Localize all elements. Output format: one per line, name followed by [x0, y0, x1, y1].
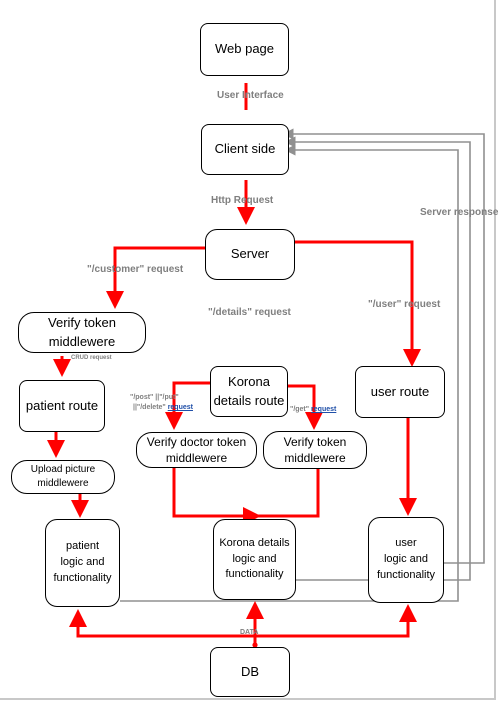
label-data: DATA — [240, 629, 259, 636]
verify-token-right-line1: Verify token — [283, 434, 347, 449]
user-logic-box: user logic and functionality — [368, 517, 444, 603]
korona-details-route-box: Korona details route — [210, 366, 288, 417]
label-request-link-left[interactable]: request — [167, 404, 193, 411]
arrow-data-user-logic — [255, 604, 417, 638]
patient-route-box: patient route — [19, 380, 105, 432]
verify-token-top-box: Verify token middlewere — [18, 312, 146, 353]
arrow-token-korona-logic — [258, 469, 320, 518]
label-get-request: "/get" request — [290, 406, 336, 414]
data-junction-dot — [252, 642, 258, 648]
upload-picture-box: Upload picture middlewere — [11, 460, 115, 494]
verify-token-right-box: Verify token middlewere — [263, 431, 367, 469]
label-get-text: "/get" — [290, 406, 310, 413]
user-logic-line2: logic and — [383, 553, 429, 566]
db-label: DB — [240, 663, 260, 679]
label-server-response: Server response — [420, 207, 499, 218]
user-logic-line1: user — [395, 537, 417, 550]
server-box: Server — [205, 229, 295, 280]
arrow-server-user-route — [295, 240, 421, 367]
user-route-label: user route — [370, 383, 430, 399]
label-user-request: "/user" request — [368, 299, 441, 310]
arrow-doctor-korona-logic — [172, 466, 261, 525]
web-page-label: Web page — [214, 41, 275, 57]
korona-logic-line1: Korona details — [219, 536, 290, 549]
patient-logic-line2: logic and — [60, 556, 105, 569]
label-post-put-line2: ||"/delete" request — [133, 404, 193, 412]
korona-logic-box: Korona details logic and functionality — [213, 519, 296, 600]
label-post-put-line1: "/post" ||"/put" — [130, 394, 179, 401]
server-label: Server — [230, 246, 270, 262]
patient-logic-box: patient logic and functionality — [45, 519, 120, 607]
upload-picture-line2: middlewere — [37, 478, 89, 489]
db-box: DB — [210, 647, 290, 697]
label-http-request: Http Request — [211, 195, 274, 206]
patient-logic-line1: patient — [65, 540, 100, 553]
verify-token-top-line1: Verify token — [48, 314, 116, 330]
label-customer-request: "/customer" request — [87, 264, 184, 275]
client-side-label: Client side — [214, 141, 276, 157]
patient-route-label: patient route — [25, 397, 99, 413]
korona-logic-line2: logic and — [232, 552, 277, 565]
verify-doctor-line1: Verify doctor token — [146, 434, 247, 449]
patient-logic-line3: functionality — [53, 571, 112, 584]
label-details-request: "/details" request — [208, 307, 291, 318]
korona-logic-line3: functionality — [225, 568, 284, 581]
label-crud-request: CRUD request — [71, 355, 112, 361]
arrow-data-patient-logic — [69, 609, 255, 638]
arrow-server-verify-token — [106, 246, 206, 309]
upload-picture-line1: Upload picture — [30, 463, 96, 475]
verify-doctor-token-box: Verify doctor token middlewere — [136, 432, 257, 468]
verify-doctor-line2: middlewere — [165, 451, 228, 465]
user-logic-line3: functionality — [376, 568, 436, 581]
verify-token-top-line2: middlewere — [48, 333, 116, 349]
arrow-korona-verify-token — [288, 384, 323, 430]
response-line-patient-logic — [120, 144, 459, 602]
label-request-link-right[interactable]: request — [311, 406, 337, 413]
client-side-box: Client side — [201, 124, 289, 175]
user-route-box: user route — [355, 366, 445, 418]
verify-token-right-line2: middlewere — [284, 451, 346, 465]
web-page-box: Web page — [200, 23, 289, 76]
korona-route-line2: details route — [213, 392, 285, 408]
label-user-interface: User Interface — [217, 90, 284, 101]
label-delete-text: ||"/delete" — [133, 404, 166, 411]
arrow-korona-verify-doctor — [165, 381, 210, 430]
korona-route-line1: Korona — [228, 373, 270, 389]
response-line-user-logic — [282, 128, 485, 564]
